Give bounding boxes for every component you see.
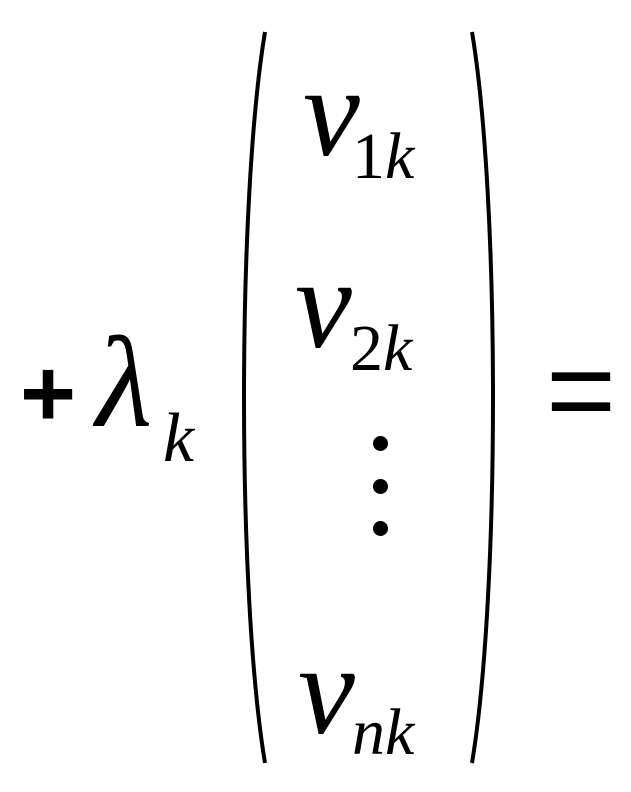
vector-entry-1-subscript: 1k	[352, 120, 415, 193]
right-parenthesis	[470, 31, 495, 764]
vertical-ellipsis-dot	[373, 436, 388, 451]
lambda-symbol: λ	[96, 311, 153, 455]
vector-entry-1-base: v	[303, 41, 360, 183]
plus-sign: +	[20, 340, 77, 447]
vector-entry-n-base: v	[298, 619, 355, 761]
vector-entry-n-subscript: nk	[352, 696, 415, 769]
vertical-ellipsis-dot	[373, 521, 388, 536]
equals-sign: =	[546, 323, 617, 457]
left-parenthesis	[242, 31, 267, 764]
vertical-ellipsis-dot	[373, 479, 388, 494]
vector-entry-2-subscript: 2k	[350, 312, 413, 385]
lambda-subscript: k	[163, 400, 195, 477]
vector-entry-2-base: v	[295, 233, 352, 375]
